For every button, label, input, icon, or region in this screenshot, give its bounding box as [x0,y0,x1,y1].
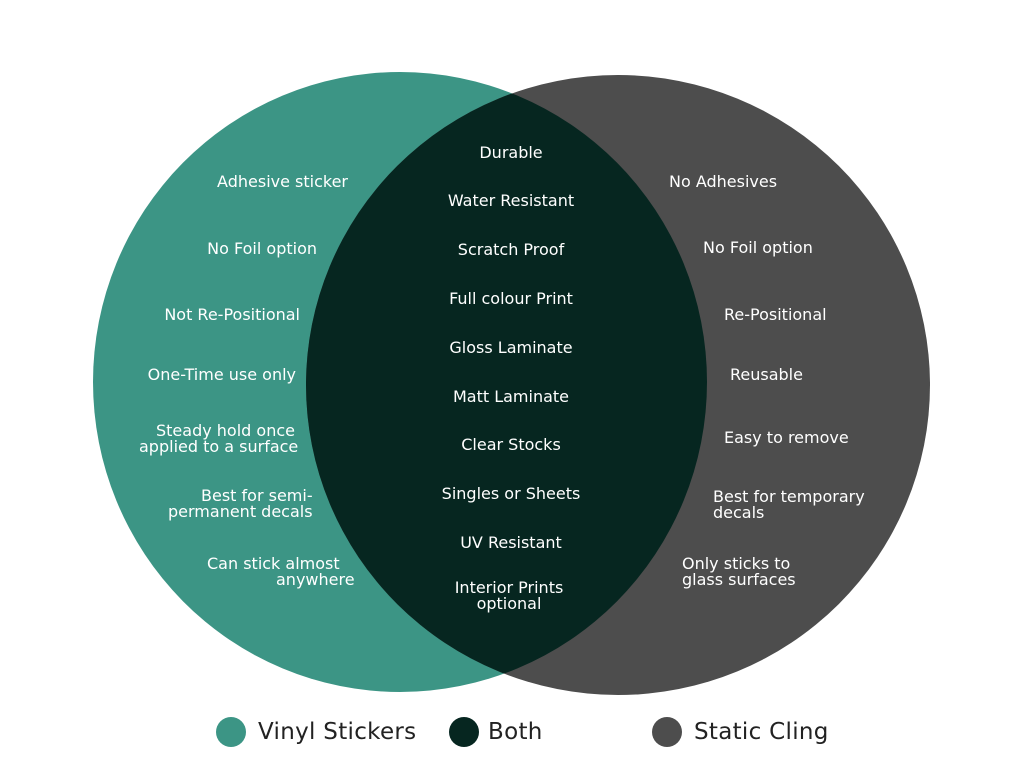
both-item: Water Resistant [447,191,575,210]
both-item: Gloss Laminate [449,338,573,357]
legend-vinyl: Vinyl Stickers [216,717,416,747]
vinyl-item: No Foil option [207,239,317,258]
vinyl-item: Not Re-Positional [164,305,300,324]
static-item: Best for temporary decals [713,487,865,522]
legend-static: Static Cling [652,717,829,747]
static-item: No Adhesives [669,172,778,191]
both-item: Durable [479,143,543,162]
static-item: Re-Positional [724,305,827,324]
both-item: UV Resistant [460,533,562,552]
vinyl-item: Steady hold once applied to a surface [139,421,299,456]
both-item: Clear Stocks [461,435,561,454]
static-item: Only sticks to glass surfaces [682,554,796,589]
both-item: Matt Laminate [452,387,570,406]
static-item: Reusable [730,365,803,384]
legend-label: Static Cling [694,719,829,745]
static-item: Easy to remove [724,428,849,447]
legend-both: Both [449,717,543,747]
both-item: Singles or Sheets [441,484,581,503]
vinyl-item: Can stick almost anywhere [207,554,355,589]
static-swatch [652,717,682,747]
legend-label: Both [488,719,543,745]
vinyl-item: One-Time use only [147,365,296,384]
legend-label: Vinyl Stickers [258,719,417,745]
overlap-region [306,75,707,692]
both-item: Scratch Proof [457,240,565,259]
vinyl-swatch [216,717,246,747]
vinyl-item: Adhesive sticker [217,172,348,191]
static-item: No Foil option [703,238,813,257]
both-item: Interior Prints optional [454,578,564,613]
vinyl-item: Best for semi- permanent decals [168,486,313,521]
both-item: Full colour Print [449,289,573,308]
both-swatch [449,717,479,747]
